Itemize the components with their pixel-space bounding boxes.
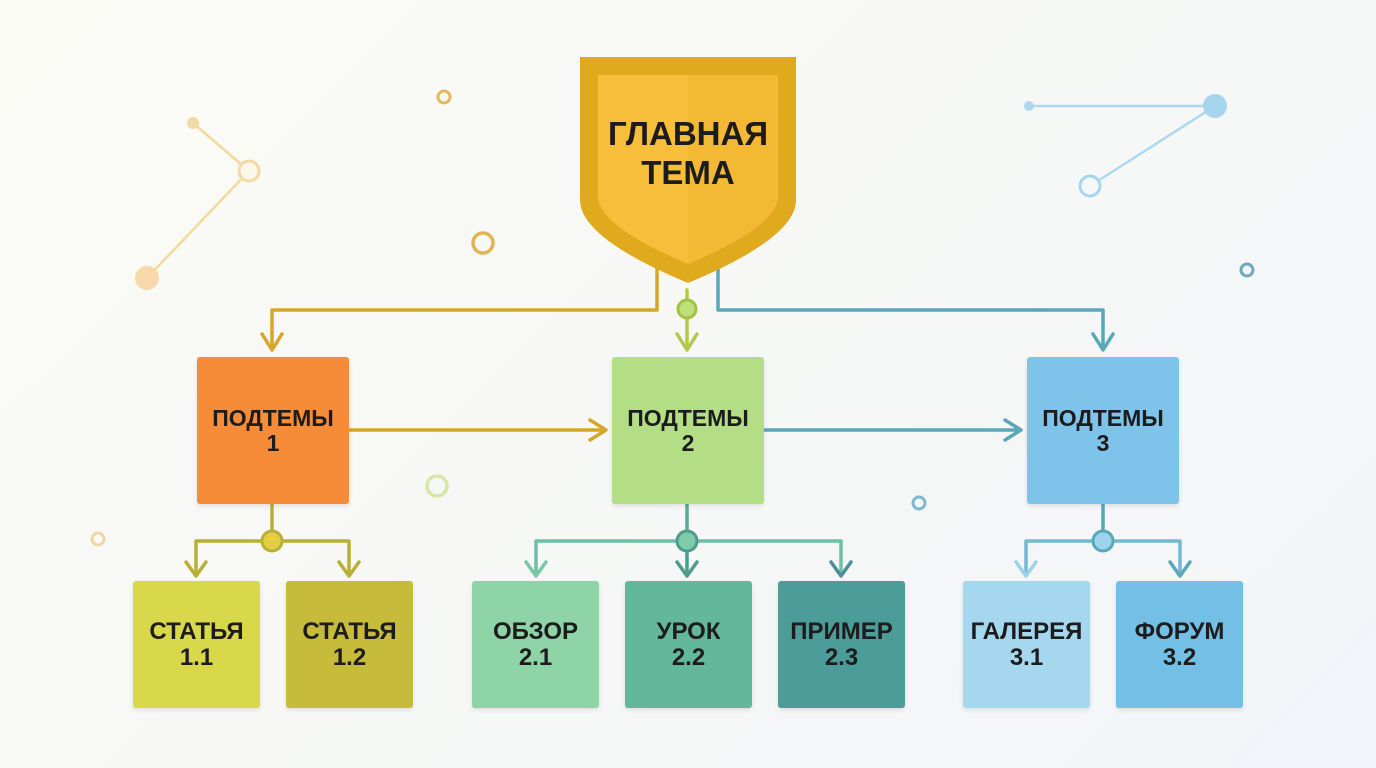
decor-dot [1203,94,1227,118]
connector-root-sub3 [716,260,1105,350]
decor-dot [187,117,199,129]
decor-ring [237,159,261,183]
decorative-network-left [135,117,261,290]
connectors-root [260,260,1115,352]
root-topic-label[interactable]: ГЛАВНАЯ ТЕМА [580,115,796,193]
subtopic-3-number: 3 [1096,429,1110,456]
decor-dot [1024,101,1034,111]
subtopic-2-number: 2 [681,429,695,456]
root-topic-title-line2: ТЕМА [641,153,735,191]
decor-ring [471,231,495,255]
leaf-3-1-label: ГАЛЕРЕЯ [970,617,1083,645]
leaf-1-1-number: 1.1 [179,643,214,671]
leaf-node-3-2[interactable]: ФОРУМ 3.2 [1116,581,1243,708]
leaf-2-3-label: ПРИМЕР [790,617,893,645]
leaf-3-2-label: ФОРУМ [1134,617,1225,645]
leaf-node-2-1[interactable]: ОБЗОР 2.1 [472,581,599,708]
decorative-rings [90,89,1255,547]
leaf-1-2-label: СТАТЬЯ [302,617,397,645]
subtopic-2-label: ПОДТЕМЫ [627,404,749,431]
root-topic-title-line1: ГЛАВНАЯ [607,115,769,152]
connector-root-sub1 [270,260,659,350]
leaf-3-1-number: 3.1 [1009,643,1044,671]
decor-ring [1239,262,1255,278]
leaf-2-2-number: 2.2 [671,643,706,671]
leaf-2-2-label: УРОК [656,617,721,645]
subtopic-1-node[interactable]: ПОДТЕМЫ 1 [197,357,349,504]
subtopic-3-node[interactable]: ПОДТЕМЫ 3 [1027,357,1179,504]
decor-ring [1078,174,1102,198]
decor-ring [436,89,452,105]
leaf-2-1-number: 2.1 [518,643,553,671]
leaf-2-1-label: ОБЗОР [493,617,578,645]
connectors-horizontal [346,418,1023,442]
leaf-2-3-number: 2.3 [824,643,859,671]
leaf-node-1-2[interactable]: СТАТЬЯ 1.2 [286,581,413,708]
connectors-sub1 [184,501,361,578]
leaf-node-3-1[interactable]: ГАЛЕРЕЯ 3.1 [963,581,1090,708]
leaf-node-1-1[interactable]: СТАТЬЯ 1.1 [133,581,260,708]
subtopic-3-label: ПОДТЕМЫ [1042,404,1164,431]
connectors-sub3 [1014,501,1192,578]
subtopic-2-node[interactable]: ПОДТЕМЫ 2 [612,357,764,504]
connectors-sub2 [524,501,853,578]
leaf-3-2-number: 3.2 [1162,643,1197,671]
subtopic-1-label: ПОДТЕМЫ [212,404,334,431]
decorative-network-right [1024,94,1227,198]
decor-ring [90,531,106,547]
decor-ring [425,474,449,498]
leaf-node-2-2[interactable]: УРОК 2.2 [625,581,752,708]
decor-dot [135,266,159,290]
leaf-node-2-3[interactable]: ПРИМЕР 2.3 [778,581,905,708]
leaf-1-2-number: 1.2 [332,643,367,671]
subtopic-1-number: 1 [266,429,280,456]
leaf-1-1-label: СТАТЬЯ [149,617,244,645]
decor-ring [911,495,927,511]
root-shield[interactable] [580,57,796,283]
